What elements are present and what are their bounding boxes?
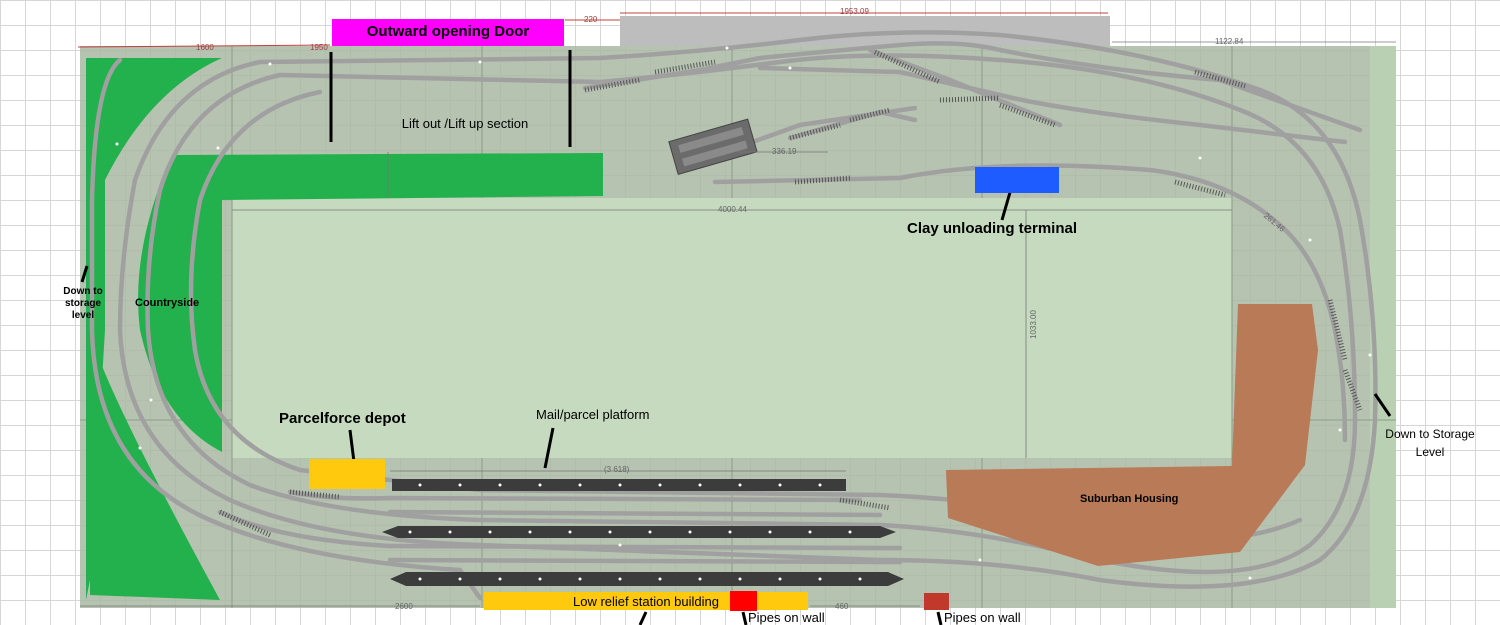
dim-1950: 1950: [310, 43, 328, 52]
track-station-4: [387, 557, 903, 565]
station-label: Low relief station building: [573, 594, 719, 609]
track-main-loop-1: [117, 30, 1378, 589]
island-platform-1: [382, 526, 896, 538]
pointer-lines: [80, 50, 1392, 625]
clay-terminal-block: [975, 167, 1059, 193]
track-main-loop-2: [145, 53, 1358, 575]
track-clay-terminal: [712, 163, 1348, 443]
suburban-label: Suburban Housing: [1080, 493, 1179, 505]
door-label: Outward opening Door: [366, 23, 530, 40]
countryside-label: Countryside: [135, 297, 200, 309]
track-station-1: [387, 495, 863, 503]
pipes-label-1: Pipes on wall: [748, 610, 825, 625]
storage-area-top: [620, 16, 1110, 46]
dim-4000: 4000.44: [718, 205, 747, 214]
parcelforce-depot-block: [309, 459, 385, 489]
pipes-block-2: [924, 593, 949, 610]
lift-label: Lift out /Lift up section: [401, 116, 529, 131]
track-siding-yard-1: [582, 41, 1363, 133]
pipes-block-1: [730, 591, 757, 611]
countryside-area-inner: [90, 330, 220, 600]
outward-door-marker: [332, 19, 564, 46]
track-station-2: [387, 509, 883, 518]
track-outer-loop: [89, 57, 483, 601]
mail-platform-label: Mail/parcel platform: [536, 407, 650, 422]
dim-1033: 1033.00: [1028, 310, 1038, 339]
dimension-lines: [77, 12, 1108, 48]
dim-2600: 2600: [395, 602, 413, 611]
platform-lamps: [408, 483, 862, 581]
baseboard-inner-light: [232, 198, 1232, 458]
dim-1122: 1122.84: [1215, 37, 1244, 46]
dim-1600: 1600: [196, 43, 214, 52]
dim-3618: (3 618): [604, 465, 630, 474]
suburban-housing-area: [946, 304, 1318, 566]
pipes-label-2: Pipes on wall: [944, 610, 1021, 625]
island-platform-2: [390, 572, 904, 586]
down-right-label: Down to Storage Level: [1385, 427, 1475, 459]
down-left-label: Down to storage level: [63, 286, 103, 321]
dim-220: 220: [584, 15, 598, 24]
track-siding-yard-2: [757, 65, 1348, 145]
goods-shed: [668, 118, 758, 175]
dimension-lines-grey: [80, 41, 1396, 607]
dim-336: 336.19: [772, 147, 797, 156]
dim-1953: 1953.09: [840, 7, 869, 16]
countryside-strip: [138, 153, 604, 452]
dim-460: 460: [835, 602, 849, 611]
track-station-fan: [217, 509, 393, 549]
track-joints: [115, 46, 1372, 580]
track-siding-yard-3: [867, 47, 1063, 128]
parcelforce-label: Parcelforce depot: [279, 410, 406, 427]
station-building-block: [484, 592, 808, 610]
turnouts: [218, 49, 1363, 538]
clay-label: Clay unloading terminal: [907, 220, 1078, 237]
track-station-3: [387, 543, 903, 551]
